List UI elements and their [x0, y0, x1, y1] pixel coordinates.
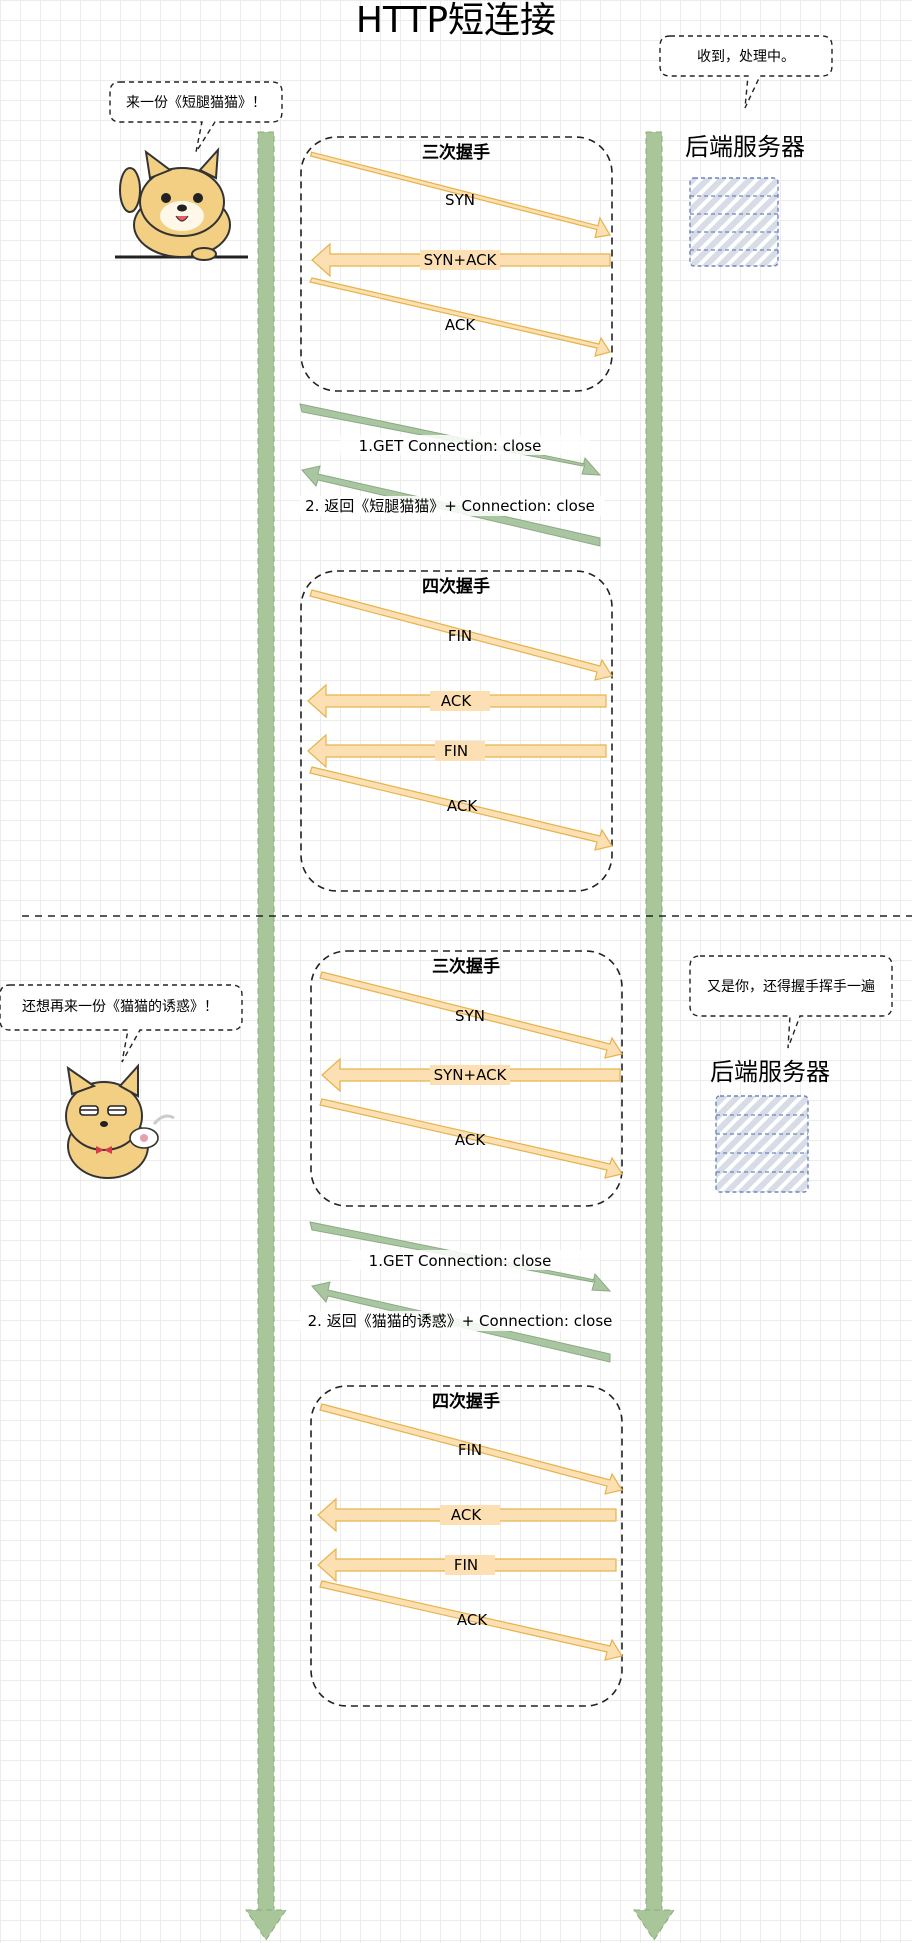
dog-waving-icon: [115, 147, 248, 261]
ack-return-label: ACK: [441, 692, 472, 710]
syn-label: SYN: [455, 1007, 485, 1025]
server-timeline: [633, 131, 675, 1941]
ack-label: ACK: [455, 1131, 486, 1149]
fin-return-arrow: FIN: [307, 733, 607, 769]
page-title: HTTP短连接: [356, 0, 556, 41]
section-first-connection: 来一份《短腿猫猫》！ 收到，处理中。 后端服务器: [109, 35, 833, 892]
ack-arrow: ACK: [309, 277, 611, 357]
four-way-teardown-box: 四次握手: [310, 1385, 623, 1707]
fin-arrow: FIN: [319, 1403, 623, 1495]
server-speech-text: 又是你，还得握手挥手一遍: [707, 978, 875, 995]
response-label: 2. 返回《短腿猫猫》+ Connection: close: [305, 497, 595, 515]
fin-return-label: FIN: [454, 1556, 478, 1574]
server-speech-bubble: 又是你，还得握手挥手一遍: [689, 955, 893, 1049]
three-way-handshake-box: 三次握手: [300, 136, 613, 392]
syn-arrow: SYN: [319, 971, 623, 1059]
three-way-handshake-box: 三次握手: [310, 950, 623, 1207]
syn-label: SYN: [445, 191, 475, 209]
ack-return-arrow: ACK: [317, 1497, 617, 1533]
syn-ack-arrow: SYN+ACK: [321, 1057, 621, 1093]
response-arrow: 2. 返回《短腿猫猫》+ Connection: close: [300, 465, 605, 547]
server-label: 后端服务器: [710, 1058, 830, 1086]
server-icon: [715, 1095, 809, 1193]
response-arrow: 2. 返回《猫猫的诱惑》+ Connection: close: [300, 1281, 620, 1363]
client-speech-text: 还想再来一份《猫猫的诱惑》！: [22, 999, 218, 1015]
teardown-title: 四次握手: [432, 1391, 500, 1412]
client-speech-bubble: 还想再来一份《猫猫的诱惑》！: [0, 984, 243, 1063]
fin-return-arrow: FIN: [317, 1547, 617, 1583]
client-timeline: [245, 131, 287, 1941]
handshake-title: 三次握手: [432, 956, 500, 977]
syn-ack-label: SYN+ACK: [434, 1066, 508, 1084]
handshake-title: 三次握手: [422, 142, 490, 163]
server-speech-bubble: 收到，处理中。: [659, 35, 833, 109]
server-icon: [689, 177, 779, 267]
syn-arrow: SYN: [309, 151, 611, 239]
get-request-arrow: 1.GET Connection: close: [299, 403, 602, 476]
client-speech-text: 来一份《短腿猫猫》！: [126, 95, 266, 111]
fin-label: FIN: [448, 627, 472, 645]
section-second-connection: 还想再来一份《猫猫的诱惑》！ 又是你，还得握手挥手一遍 后端服务器: [0, 950, 893, 1707]
final-ack-arrow: ACK: [309, 766, 613, 851]
get-request-arrow: 1.GET Connection: close: [309, 1221, 612, 1292]
server-speech-text: 收到，处理中。: [697, 49, 795, 65]
ack-label: ACK: [445, 316, 476, 334]
get-request-label: 1.GET Connection: close: [359, 437, 542, 455]
four-way-teardown-box: 四次握手: [300, 570, 613, 892]
dog-tea-icon: [65, 1063, 175, 1179]
syn-ack-label: SYN+ACK: [424, 251, 498, 269]
teardown-title: 四次握手: [422, 576, 490, 597]
fin-return-label: FIN: [444, 742, 468, 760]
fin-arrow: FIN: [309, 589, 613, 681]
get-request-label: 1.GET Connection: close: [369, 1252, 552, 1270]
final-ack-label: ACK: [447, 797, 478, 815]
syn-ack-arrow: SYN+ACK: [311, 242, 611, 278]
ack-return-arrow: ACK: [307, 683, 607, 719]
client-speech-bubble: 来一份《短腿猫猫》！: [109, 81, 283, 153]
response-label: 2. 返回《猫猫的诱惑》+ Connection: close: [308, 1312, 613, 1330]
fin-label: FIN: [458, 1441, 482, 1459]
ack-arrow: ACK: [319, 1098, 623, 1179]
final-ack-label: ACK: [457, 1611, 488, 1629]
server-label: 后端服务器: [685, 133, 805, 161]
final-ack-arrow: ACK: [319, 1580, 623, 1661]
ack-return-label: ACK: [451, 1506, 482, 1524]
